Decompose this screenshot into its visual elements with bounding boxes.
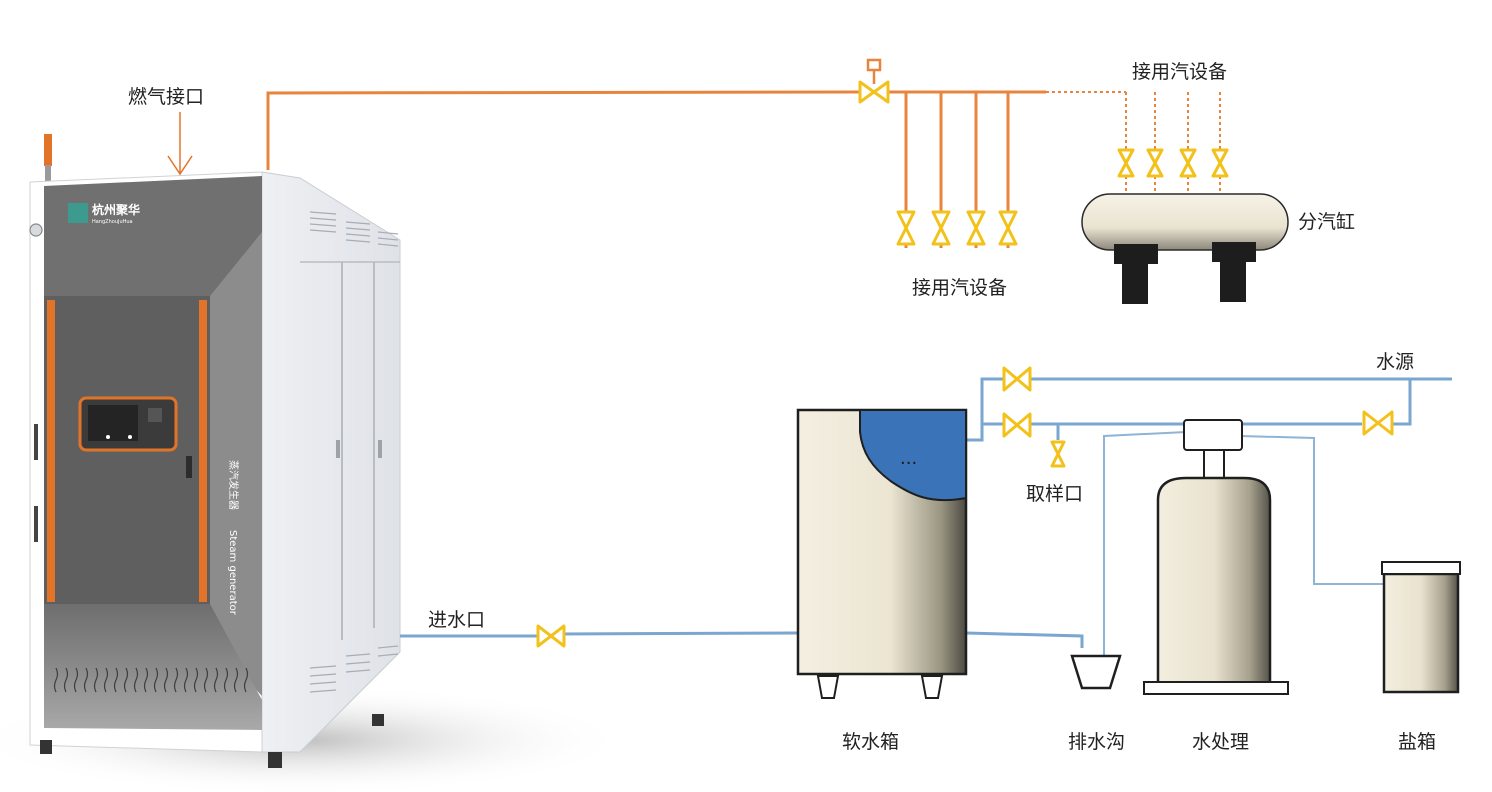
branch-valve xyxy=(896,210,916,246)
side-vents-bottom xyxy=(309,645,399,693)
front-bevel xyxy=(210,232,262,696)
generator-name-en: Steam generator xyxy=(227,530,238,616)
supply-valve xyxy=(1002,412,1032,438)
label-steam-equipment-bottom: 接用汽设备 xyxy=(912,277,1007,299)
label-gas-inlet: 燃气接口 xyxy=(128,86,204,108)
front-top-panel xyxy=(44,176,262,298)
steam-pipe-network xyxy=(266,90,1046,248)
soft-water-tank: ... xyxy=(796,408,968,699)
brand-logo-mark xyxy=(68,203,88,223)
valve-body xyxy=(858,80,890,104)
label-steam-header: 分汽缸 xyxy=(1298,211,1355,233)
orange-trim-left xyxy=(47,300,55,602)
header-valves xyxy=(1117,148,1229,178)
water-valves xyxy=(536,366,1394,648)
sensor-probe xyxy=(44,134,52,166)
front-door-latch xyxy=(186,456,192,478)
branch-valve xyxy=(998,210,1018,246)
label-soft-water-tank: 软水箱 xyxy=(842,731,899,753)
salt-tank-body xyxy=(1382,572,1460,694)
label-sample-port: 取样口 xyxy=(1026,483,1083,505)
steam-header-vessel xyxy=(1081,193,1289,304)
header-body xyxy=(1081,193,1289,251)
header-saddle xyxy=(1114,244,1158,264)
treatment-neck xyxy=(1203,449,1225,479)
generator-foot xyxy=(372,714,384,726)
generator-foot xyxy=(40,740,52,754)
generator-side-panel xyxy=(261,171,401,753)
label-salt-tank: 盐箱 xyxy=(1398,731,1436,753)
label-water-treatment: 水处理 xyxy=(1192,731,1249,753)
frame-handle xyxy=(34,424,38,460)
treatment-tank xyxy=(1156,476,1272,686)
sample-valve xyxy=(1050,440,1066,468)
tank-blue-cap xyxy=(859,409,967,502)
side-vents-top xyxy=(309,211,399,247)
brand-logo: 杭州聚华 HangZhouJuHua xyxy=(68,202,140,225)
branch-valve xyxy=(931,210,951,246)
frame-handle xyxy=(34,506,38,542)
drain-pipe xyxy=(1103,431,1187,656)
steam-dashed-lines xyxy=(1046,91,1221,194)
orange-trim-right xyxy=(199,300,207,602)
generator-foot xyxy=(268,752,282,768)
steam-generator: 杭州聚华 HangZhouJuHua 蒸汽发生器 Steam generator xyxy=(0,134,630,792)
tank-leg xyxy=(816,675,840,699)
header-valve xyxy=(1211,148,1229,178)
header-valve xyxy=(1179,148,1197,178)
water-treatment-unit xyxy=(1143,419,1289,695)
header-leg xyxy=(1220,260,1246,302)
bypass-pipe xyxy=(966,377,1004,442)
bypass-valve xyxy=(1002,366,1032,392)
valve-actuator xyxy=(866,58,882,72)
label-drain: 排水沟 xyxy=(1068,731,1125,753)
drain-basin xyxy=(1070,654,1122,690)
treatment-valve-head xyxy=(1183,419,1243,451)
source-connector xyxy=(1392,379,1412,426)
brand-name: 杭州聚华 xyxy=(92,202,140,217)
header-leg xyxy=(1122,262,1148,304)
tank-marking: ... xyxy=(900,448,917,469)
label-water-inlet: 进水口 xyxy=(428,609,485,631)
tank-overflow-pipe xyxy=(965,631,1084,648)
source-valve xyxy=(1362,410,1394,436)
front-bottom-panel xyxy=(44,604,262,730)
treatment-base xyxy=(1143,681,1289,695)
header-saddle xyxy=(1212,242,1256,262)
screen-button xyxy=(148,408,162,422)
salt-tank xyxy=(1381,561,1461,694)
header-valve xyxy=(1117,148,1135,178)
thin-water-pipes xyxy=(1103,431,1384,656)
tank-leg xyxy=(920,675,944,699)
front-vents xyxy=(53,667,249,693)
header-valve xyxy=(1146,148,1164,178)
inlet-pipe-right xyxy=(559,631,799,636)
indicator-light xyxy=(128,435,132,439)
pressure-gauge xyxy=(29,223,43,237)
screen-display xyxy=(88,405,138,441)
main-steam-valve xyxy=(858,58,890,104)
brand-subtitle: HangZhouJuHua xyxy=(92,219,133,225)
indicator-light xyxy=(106,435,110,439)
door-handle xyxy=(378,440,382,458)
door-handle xyxy=(336,440,340,458)
inlet-valve xyxy=(536,624,566,648)
label-steam-equipment-top: 接用汽设备 xyxy=(1132,61,1227,83)
branch-valve xyxy=(966,210,986,246)
salt-tank-lid xyxy=(1381,561,1461,575)
generator-name-cn: 蒸汽发生器 xyxy=(227,460,240,510)
branch-valves xyxy=(896,210,1018,246)
sensor-stem xyxy=(45,165,51,181)
label-water-source: 水源 xyxy=(1376,351,1414,373)
steam-main-pipe xyxy=(266,90,863,170)
gas-inlet-arrowhead xyxy=(167,155,193,176)
brine-pipe xyxy=(1239,435,1384,585)
